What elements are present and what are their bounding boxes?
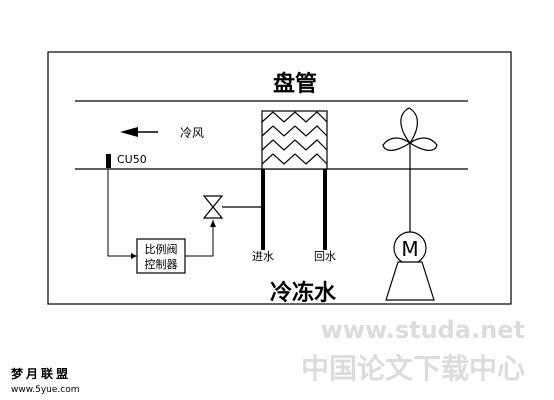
return-water-pipe [323,169,327,250]
controller-label-line2: 控制器 [145,257,178,271]
chilled-water-label: 冷冻水 [270,280,337,306]
footer-logo-name: 梦月联盟 [11,366,71,381]
temperature-sensor [106,154,111,168]
coil-zigzag [261,111,328,165]
valve-icon [202,195,224,219]
footer-logo-url: www.5yue.com [11,385,80,395]
controller-wire-arrow-icon [210,220,216,227]
sensor-label: CU50 [117,153,147,166]
watermark-url: www.studa.net [321,316,525,344]
sensor-signal-wire [107,169,137,257]
controller-signal-wire [185,220,214,257]
supply-water-label: 进水 [252,250,274,263]
proportional-valve-controller [136,238,186,274]
fan-icon [382,107,438,151]
diagram-frame [47,51,512,305]
sensor-wire-arrow-icon [131,253,137,259]
motor-base [385,261,435,301]
cold-air-label: 冷风 [180,126,204,140]
cold-air-arrow-icon [120,127,158,137]
return-water-label: 回水 [314,250,336,263]
coil-title: 盘管 [273,71,317,97]
supply-water-pipe [261,169,265,250]
controller-label-line1: 比例阀 [145,242,178,256]
watermark-site-name: 中国论文下载中心 [301,352,525,385]
motor-label: M [401,237,418,261]
